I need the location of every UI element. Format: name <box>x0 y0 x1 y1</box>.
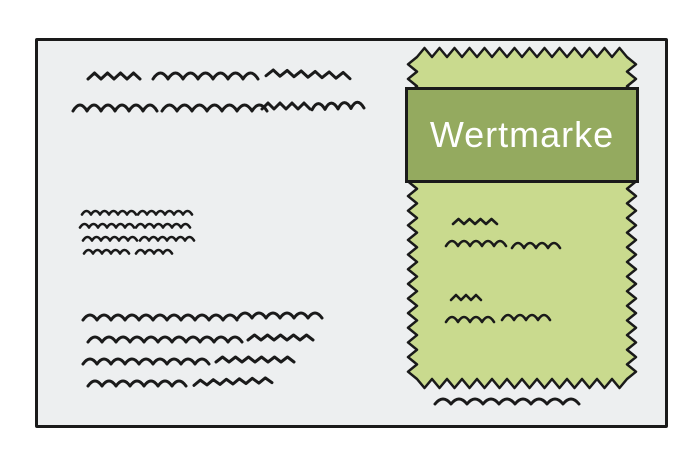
scribble-stroke <box>451 217 499 226</box>
scribble-stroke <box>81 313 239 322</box>
scribble-stroke <box>134 222 192 229</box>
scribble-stroke <box>260 101 312 111</box>
scribble-stroke <box>510 241 562 250</box>
scribble-stroke <box>138 235 196 242</box>
scribble-stroke <box>433 397 581 406</box>
scribble-stroke <box>444 315 496 324</box>
scribble-stroke <box>71 103 159 113</box>
scribble-stroke <box>78 222 136 229</box>
document-card: Wertmarke <box>35 38 668 428</box>
scribble-stroke <box>86 335 244 344</box>
scribble-stroke <box>82 248 131 255</box>
wertmarke-stamp-band: Wertmarke <box>405 87 639 183</box>
scribble-stroke <box>236 311 324 320</box>
scribble-stroke <box>449 293 483 302</box>
scribble-stroke <box>80 209 138 216</box>
scribble-stroke <box>134 248 174 255</box>
scribble-stroke <box>192 376 274 387</box>
scribble-stroke <box>264 68 352 81</box>
scribble-stroke <box>160 103 269 113</box>
scribble-stroke <box>151 71 260 81</box>
scribble-stroke <box>310 100 366 112</box>
scribble-stroke <box>246 333 315 342</box>
scribble-stroke <box>444 239 508 248</box>
scribble-stroke <box>86 379 188 388</box>
scribble-stroke <box>214 355 296 364</box>
scribble-stroke <box>86 71 142 81</box>
scribble-stroke <box>136 209 194 216</box>
scribble-stroke <box>81 357 211 366</box>
scribble-stroke <box>500 313 552 322</box>
scribble-stroke <box>81 235 139 242</box>
wertmarke-label: Wertmarke <box>429 114 615 155</box>
